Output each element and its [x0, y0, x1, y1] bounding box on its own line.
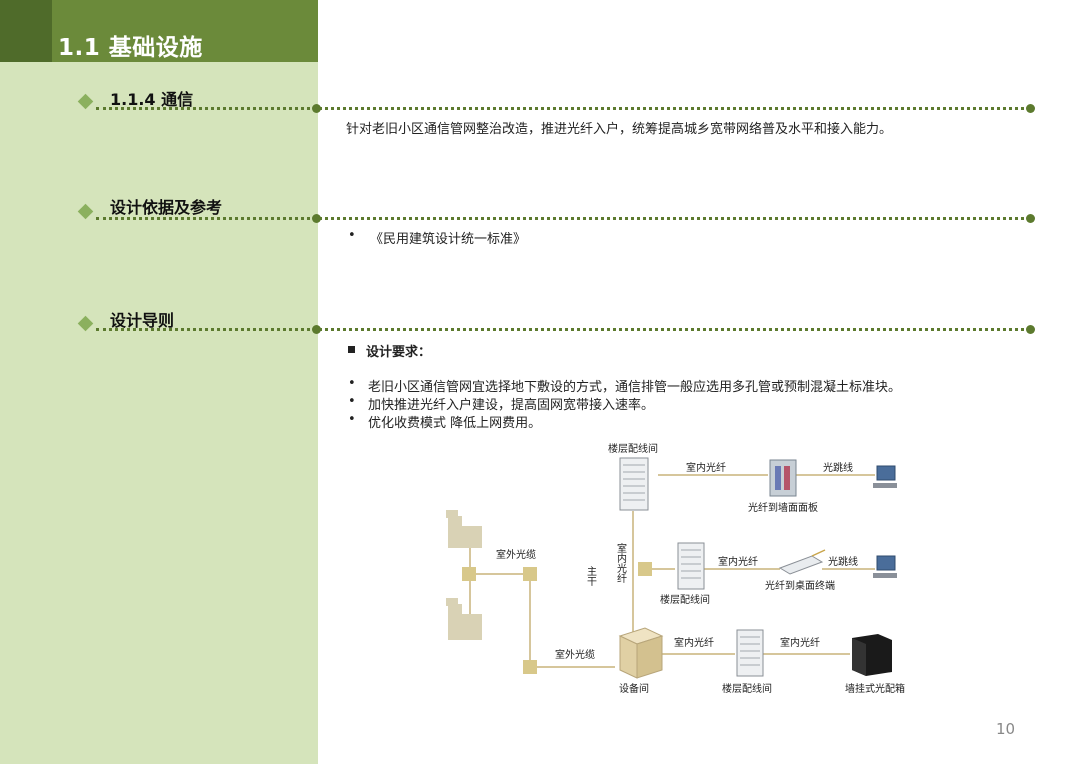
connection-lines	[469, 474, 875, 668]
divider-node-icon	[1026, 214, 1035, 223]
rack-icon	[677, 542, 705, 590]
bullet-icon: •	[348, 228, 356, 243]
label-wall-box: 墙挂式光配箱	[845, 682, 905, 695]
title-bar-accent	[0, 0, 52, 62]
label-indoor-fiber: 室内光纤	[674, 636, 714, 649]
label-outdoor-cable: 室外光缆	[496, 548, 536, 561]
label-floor-room-top: 楼层配线间	[608, 442, 658, 455]
requirement-item: 优化收费模式 降低上网费用。	[368, 416, 542, 431]
divider-line	[96, 328, 1031, 331]
label-indoor-fiber: 室内光纤	[780, 636, 820, 649]
label-desktop-terminal: 光纤到桌面终端	[765, 579, 835, 592]
requirements-subheading: 设计要求：	[366, 345, 432, 360]
title-bar	[0, 0, 318, 62]
bullet-icon: •	[348, 376, 356, 391]
section-heading-communication: 1.1.4 通信	[110, 90, 194, 109]
label-patch-cord: 光跳线	[828, 555, 858, 568]
junction-box-icon	[523, 567, 537, 581]
equipment-room-icon	[618, 627, 664, 679]
label-backbone: 主干	[585, 566, 597, 587]
divider-node-icon	[312, 214, 321, 223]
divider-line	[96, 107, 1031, 110]
sidebar-panel	[0, 0, 318, 764]
label-floor-room-bottom: 楼层配线间	[722, 682, 772, 695]
label-floor-room-mid: 楼层配线间	[660, 593, 710, 606]
page-number: 10	[996, 720, 1016, 738]
rack-icon	[736, 629, 764, 677]
label-indoor-fiber-vertical: 室内光纤	[615, 542, 627, 584]
bullet-icon: •	[348, 412, 356, 427]
computer-icon	[873, 465, 897, 488]
label-outdoor-cable: 室外光缆	[555, 648, 595, 661]
wall-panel-icon	[769, 459, 797, 497]
section-body: 针对老旧小区通信管网整治改造，推进光纤入户，统筹提高城乡宽带网络普及水平和接入能…	[346, 122, 893, 137]
divider-node-icon	[312, 104, 321, 113]
computer-icon	[873, 555, 897, 578]
bullet-icon: •	[348, 394, 356, 409]
desktop-terminal-icon	[778, 549, 826, 575]
page-title: 1.1 基础设施	[58, 35, 203, 61]
label-patch-cord: 光跳线	[823, 461, 853, 474]
section-heading-guidelines: 设计导则	[110, 311, 175, 330]
square-bullet-icon	[348, 346, 355, 353]
wall-box-icon	[852, 634, 892, 676]
divider-line	[96, 217, 1031, 220]
divider-node-icon	[312, 325, 321, 334]
divider-node-icon	[1026, 325, 1035, 334]
reference-item: 《民用建筑设计统一标准》	[370, 232, 527, 247]
divider-node-icon	[1026, 104, 1035, 113]
building-icon	[446, 510, 482, 548]
requirement-item: 加快推进光纤入户建设，提高固网宽带接入速率。	[368, 398, 655, 413]
junction-box-icon	[462, 567, 476, 581]
label-equipment-room: 设备间	[619, 682, 649, 695]
junction-box-icon	[523, 660, 537, 674]
junction-box-icon	[638, 562, 652, 576]
label-wall-panel: 光纤到墙面面板	[748, 501, 818, 514]
rack-icon	[619, 457, 649, 511]
label-indoor-fiber: 室内光纤	[718, 555, 758, 568]
building-icon	[446, 598, 482, 640]
label-indoor-fiber: 室内光纤	[686, 461, 726, 474]
section-heading-basis: 设计依据及参考	[110, 198, 223, 217]
requirement-item: 老旧小区通信管网宜选择地下敷设的方式，通信排管一般应选用多孔管或预制混凝土标准块…	[368, 380, 902, 395]
fiber-network-diagram: 楼层配线间 室内光纤 光跳线 光纤到墙面面板 室外光缆 室内光纤 光跳线 光纤到…	[446, 442, 905, 695]
